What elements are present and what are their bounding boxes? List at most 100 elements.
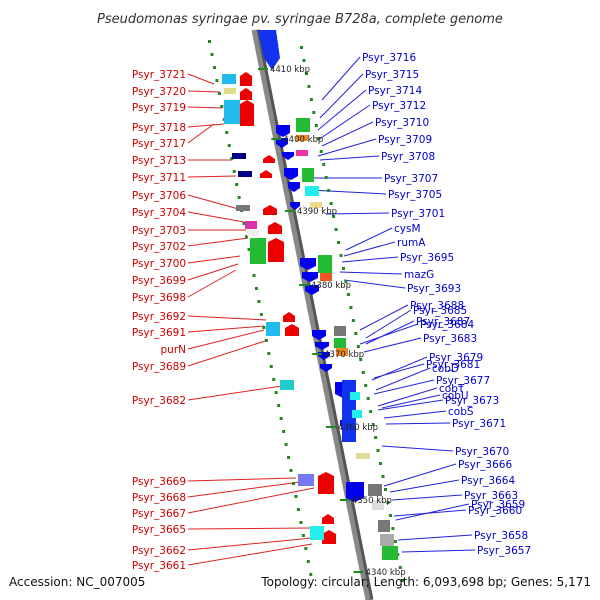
gene-box (236, 205, 250, 211)
track-dot (242, 222, 246, 225)
track-dot (383, 488, 387, 491)
track-dot (312, 111, 316, 114)
connector-left (187, 543, 313, 566)
forward-gene (285, 324, 299, 336)
gene-label-right: Psyr_3684 (420, 319, 474, 331)
track-dot (322, 163, 326, 166)
gene-label-left: Psyr_3720 (132, 86, 186, 98)
kbp-tick-label: 4410 kbp (270, 65, 310, 75)
track-dot (230, 157, 234, 160)
kbp-tick-label: 4340 kbp (366, 568, 406, 578)
track-dot (386, 501, 390, 504)
gene-label-right: Psyr_3671 (452, 418, 506, 430)
track-dot (304, 547, 308, 550)
track-dot (401, 579, 405, 582)
forward-gene (318, 472, 334, 494)
track-dot (381, 475, 385, 478)
track-dot (287, 456, 291, 459)
gene-label-right: Psyr_3663 (464, 490, 518, 502)
track-dot (296, 508, 300, 511)
track-dot (341, 267, 345, 270)
gene-label-right: Psyr_3716 (362, 52, 416, 64)
track-dot (269, 365, 273, 368)
track-dot (299, 521, 303, 524)
gene-box (245, 221, 257, 229)
track-dot (252, 274, 256, 277)
track-dot (309, 98, 313, 101)
connector-left (187, 527, 311, 530)
connector-right (343, 241, 396, 257)
gene-label-right: Psyr_3677 (436, 375, 490, 387)
gene-box (296, 150, 308, 156)
track-dot (327, 189, 331, 192)
connector-right (321, 121, 374, 147)
reverse-gene (282, 152, 294, 160)
gene-label-right: Psyr_3660 (468, 505, 522, 517)
gene-box (224, 100, 240, 124)
connector-right (373, 379, 435, 395)
track-dot (247, 248, 251, 251)
gene-label-right: cysM (394, 223, 421, 235)
connector-left (187, 315, 267, 321)
gene-label-left: Psyr_3717 (132, 138, 186, 150)
connector-right (321, 56, 361, 101)
gene-box (350, 392, 360, 400)
gene-label-right: rumA (397, 237, 426, 249)
track-dot (220, 105, 224, 108)
track-dot (274, 391, 278, 394)
gene-box (380, 534, 394, 546)
gene-label-left: Psyr_3700 (132, 258, 186, 270)
gene-label-left: Psyr_3719 (132, 102, 186, 114)
track-dot (237, 196, 241, 199)
track-dot (374, 436, 378, 439)
forward-gene (260, 170, 272, 178)
backbone-line (251, 29, 371, 600)
gene-label-left: Psyr_3661 (132, 560, 186, 572)
track-dot (364, 384, 368, 387)
gene-label-right: Psyr_3664 (461, 475, 515, 487)
reverse-gene (276, 138, 288, 148)
kbp-tick-label: 4350 kbp (352, 496, 392, 506)
gene-label-right: Psyr_3683 (423, 333, 477, 345)
reverse-gene (315, 342, 329, 350)
track-dot (366, 397, 370, 400)
kbp-tick-label: 4360 kbp (338, 423, 378, 433)
connector-left (187, 537, 313, 551)
gene-box (378, 520, 390, 532)
gene-label-right: Psyr_3714 (368, 85, 422, 97)
track-dot (361, 371, 365, 374)
connector-right (319, 155, 380, 161)
reverse-gene (305, 285, 319, 295)
gene-label-right: cobU (442, 390, 469, 402)
connector-left (187, 106, 223, 109)
connector-right (359, 323, 419, 345)
track-dot (210, 53, 214, 56)
track-dot (349, 306, 353, 309)
gene-box (302, 168, 314, 182)
track-dot (306, 560, 310, 563)
gene-features (222, 72, 398, 560)
connector-left (187, 263, 239, 281)
track-dot (208, 40, 211, 43)
connector-right (383, 463, 457, 487)
kbp-tick-label: 4370 kbp (324, 350, 364, 360)
connector-right (363, 337, 422, 353)
track-dot (371, 423, 375, 426)
gene-label-left: Psyr_3706 (132, 190, 186, 202)
track-dot (291, 482, 295, 485)
connector-left (187, 385, 283, 401)
connector-right (401, 549, 476, 553)
connector-right (377, 387, 438, 407)
track-dot (235, 183, 239, 186)
gene-box (305, 186, 319, 196)
gene-box (238, 171, 252, 177)
gene-box (320, 273, 332, 281)
gene-label-left: Psyr_3668 (132, 492, 186, 504)
forward-gene (322, 530, 336, 544)
gene-label-right: Psyr_3687 (416, 316, 470, 328)
gene-label-left: Psyr_3665 (132, 524, 186, 536)
connector-right (371, 356, 428, 381)
connector-right (391, 494, 463, 501)
track-dot (304, 72, 308, 75)
